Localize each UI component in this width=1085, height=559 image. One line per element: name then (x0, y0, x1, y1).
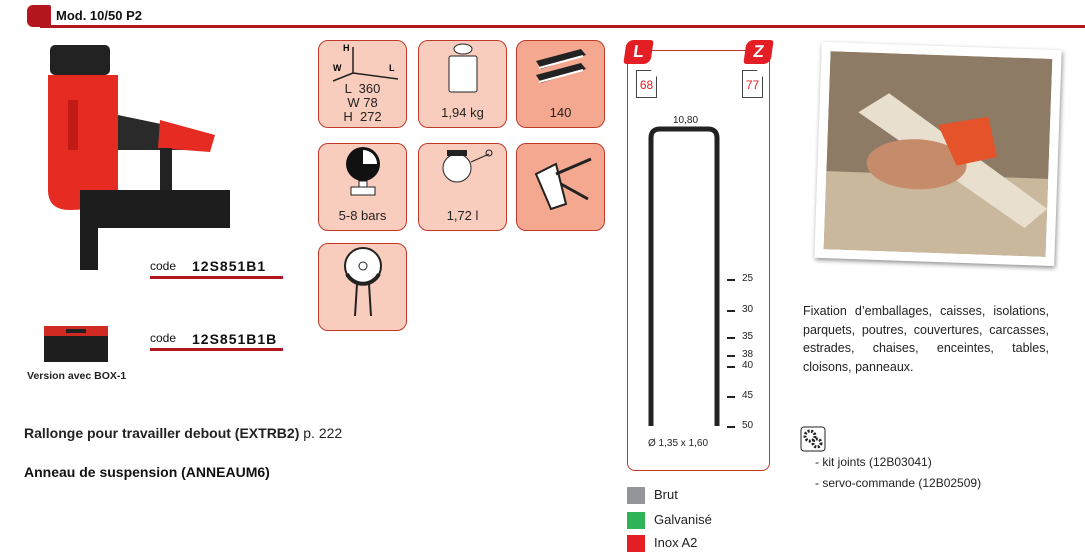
stapler-image (48, 45, 230, 270)
weight-tile: 1,94 kg (418, 40, 507, 128)
staple-drawing (648, 126, 720, 426)
svg-text:W: W (333, 63, 342, 73)
length-tick (727, 279, 735, 281)
length-tick (727, 337, 735, 339)
staple-strip-icon (535, 49, 586, 83)
accessory-page: p. 222 (299, 425, 343, 441)
accessory-line: Rallonge pour travailler debout (EXTRB2)… (24, 425, 342, 441)
svg-text:H: H (343, 43, 350, 53)
dim-width: W 78 (347, 95, 378, 110)
model-title: Mod. 10/50 P2 (56, 8, 142, 23)
pressure-tile: 5-8 bars (318, 143, 407, 231)
svg-text:L: L (389, 63, 395, 73)
box-caption: Version avec BOX-1 (27, 370, 127, 382)
code-underline (150, 348, 283, 351)
length-label: 35 (742, 331, 754, 342)
product-code: 12S851B1 (192, 258, 267, 274)
page-ref-68[interactable]: 68 (636, 70, 657, 98)
staple-width: 10,80 (673, 115, 699, 126)
dim-height: H 272 (343, 109, 382, 124)
length-label: 38 (742, 349, 754, 360)
capacity-value: 140 (549, 105, 572, 120)
length-tick (727, 396, 735, 398)
header-rule (40, 25, 1085, 28)
air-consumption-icon (442, 149, 492, 183)
usage-photo-image (823, 51, 1053, 257)
length-label: 25 (742, 273, 754, 284)
length-tick (727, 426, 735, 428)
staple-diameter: Ø 1,35 x 1,60 (648, 438, 709, 449)
page-ref-77[interactable]: 77 (742, 70, 763, 98)
code-label: code (150, 259, 177, 273)
weight-icon (448, 43, 477, 93)
finish-label: Inox A2 (654, 535, 698, 550)
dimensions-axes-icon: H W L (332, 43, 398, 82)
application-description: Fixation d’emballages, caisses, isolatio… (803, 304, 1049, 374)
staple-panel (627, 50, 770, 471)
air-consumption-value: 1,72 l (446, 208, 479, 223)
accessory-name: Anneau de suspension (ANNEAUM6) (24, 464, 270, 480)
product-code: 12S851B1B (192, 331, 278, 347)
usage-photo (814, 41, 1062, 267)
loading-mechanism-icon (534, 157, 592, 211)
finish-swatch (627, 535, 645, 552)
length-tick (727, 310, 735, 312)
badge-l: L (623, 40, 654, 64)
length-label: 50 (742, 420, 754, 431)
finish-label: Brut (654, 487, 678, 502)
capacity-tile: 140 (516, 40, 605, 128)
code-label: code (150, 331, 177, 345)
length-tick (727, 366, 735, 368)
finish-swatch (627, 487, 645, 504)
length-label: 30 (742, 304, 754, 315)
code-underline (150, 276, 283, 279)
swivel-tile (318, 243, 407, 331)
length-label: 40 (742, 360, 754, 371)
length-tick (727, 355, 735, 357)
finish-swatch (627, 512, 645, 529)
swivel-exhaust-icon (343, 247, 382, 317)
option-item: - kit joints (12B03041) (815, 455, 932, 469)
dim-length: L 360 (344, 81, 381, 96)
header-marker (27, 5, 51, 27)
box-image (44, 326, 108, 362)
pressure-value: 5-8 bars (338, 208, 387, 223)
magazine-tile (516, 143, 605, 231)
option-item: - servo-commande (12B02509) (815, 476, 982, 490)
weight-value: 1,94 kg (441, 105, 484, 120)
accessory-name: Rallonge pour travailler debout (EXTRB2) (24, 425, 300, 441)
finish-label: Galvanisé (654, 512, 712, 527)
badge-z: Z (743, 40, 774, 64)
dimensions-tile: H W L L 360 W 78 H 272 (318, 40, 407, 128)
pressure-gauge-icon (345, 147, 380, 196)
air-consumption-tile: 1,72 l (418, 143, 507, 231)
length-label: 45 (742, 390, 754, 401)
options-gear-icon (800, 426, 826, 452)
